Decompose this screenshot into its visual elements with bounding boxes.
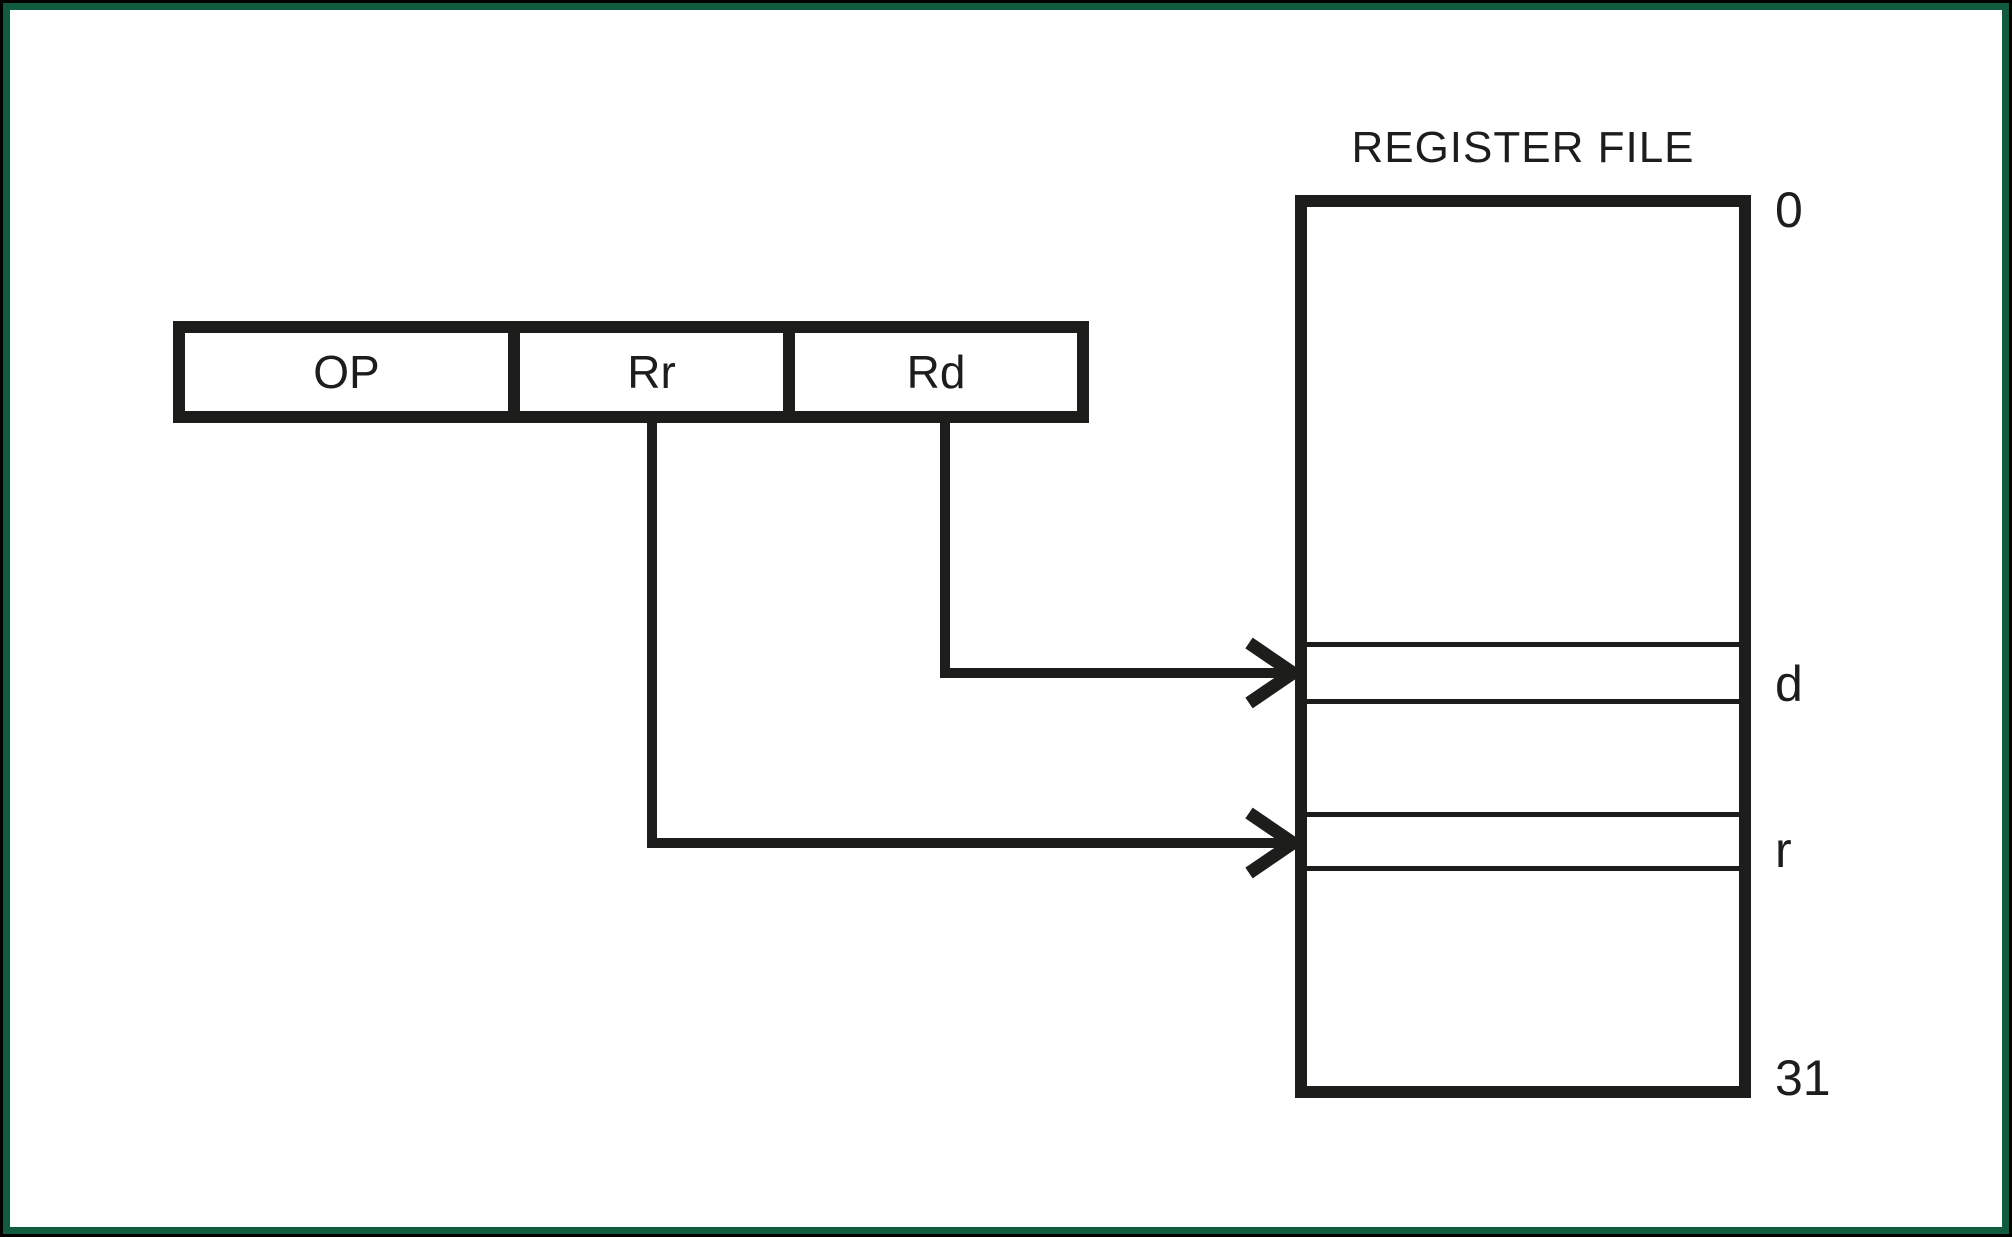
register-row-line [1307, 812, 1739, 817]
instruction-format-box: OP Rr Rd [173, 321, 1089, 423]
arrowhead-icon [1245, 637, 1305, 709]
register-index-d-label: d [1775, 656, 1803, 712]
arrowhead-icon [1245, 807, 1305, 879]
register-index-r-label: r [1775, 822, 1792, 878]
register-file-box [1295, 195, 1751, 1098]
register-index-0-label: 0 [1775, 182, 1803, 238]
rr-field-label: Rr [627, 346, 676, 398]
register-row-line [1307, 866, 1739, 871]
rd-to-d-connector [940, 415, 1305, 709]
register-row-line [1307, 699, 1739, 704]
register-row-line [1307, 642, 1739, 647]
op-field-label: OP [313, 346, 380, 398]
instruction-field-rd: Rd [783, 333, 1077, 411]
rd-field-label: Rd [906, 346, 966, 398]
instruction-field-rr: Rr [508, 333, 783, 411]
register-index-31-label: 31 [1775, 1050, 1831, 1106]
register-file-title: REGISTER FILE [1351, 123, 1695, 172]
instruction-field-op: OP [185, 333, 508, 411]
rr-to-r-connector [647, 415, 1305, 879]
